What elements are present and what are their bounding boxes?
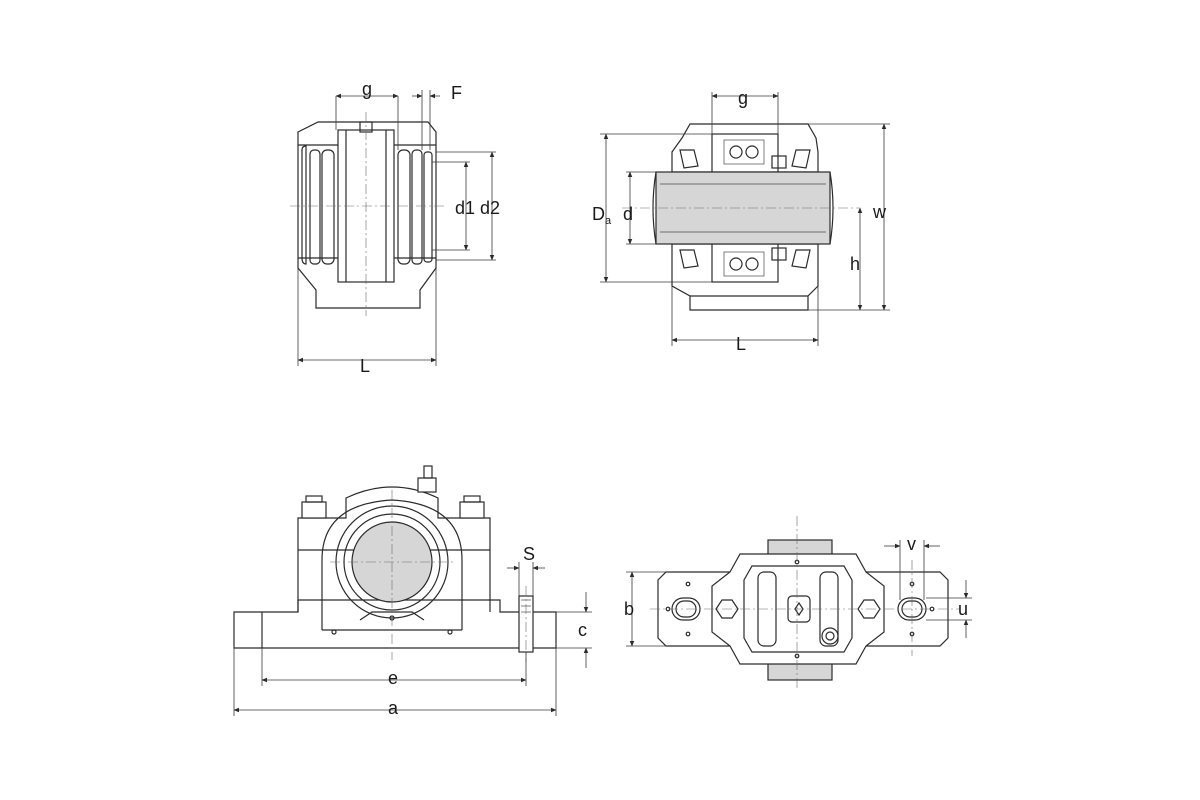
section-w-label: w [872,202,887,222]
side-d2-label: d2 [480,198,500,218]
section-view: g Da d h w L [592,88,890,354]
side-F-label: F [451,83,462,103]
side-d1-label: d1 [455,198,475,218]
top-view: v b u [624,516,972,690]
section-L-label: L [736,334,746,354]
section-Da-label: Da [592,204,612,227]
side-g-label: g [362,79,372,99]
front-view: S c e a [233,465,592,718]
front-e-label: e [388,668,398,688]
front-S-label: S [523,544,535,564]
section-d-label: d [623,204,633,224]
top-u-label: u [958,599,968,619]
section-g-label: g [738,88,748,108]
front-a-label: a [388,698,399,718]
top-b-label: b [624,599,634,619]
side-view: g F d1 d2 L [290,79,500,376]
front-c-label: c [578,620,587,640]
side-L-label: L [360,356,370,376]
section-h-label: h [850,254,860,274]
top-v-label: v [907,534,916,554]
